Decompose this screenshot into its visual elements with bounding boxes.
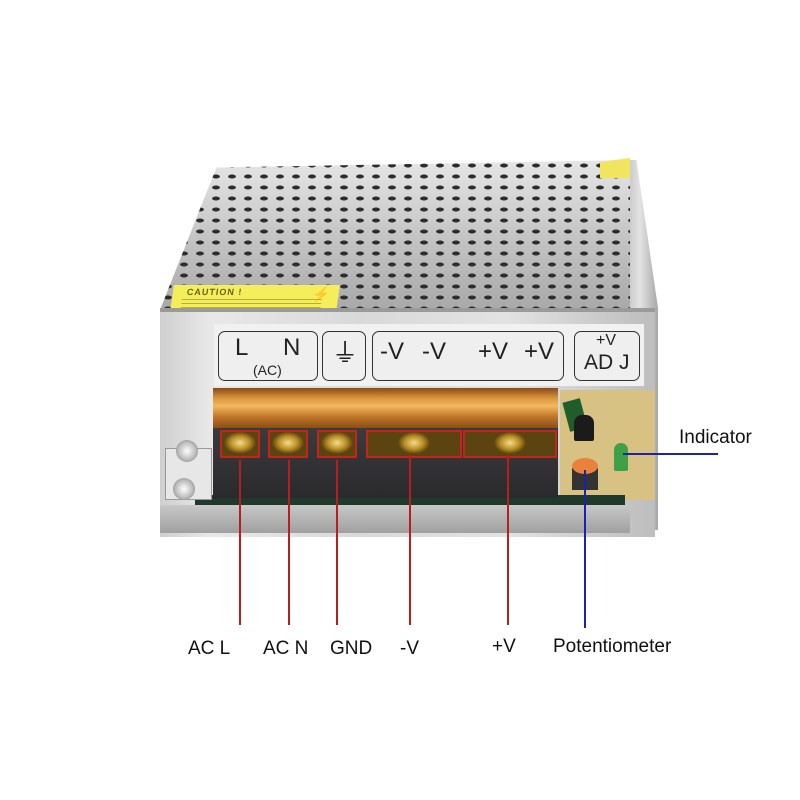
case-base <box>160 505 630 533</box>
callout-ac-l: AC L <box>188 638 231 659</box>
callout-gnd: GND <box>330 638 373 659</box>
label-neg-v-2: -V <box>422 338 446 365</box>
label-neg-v-1: -V <box>380 338 404 365</box>
label-pos-v-2: +V <box>524 338 555 365</box>
terminal-cover <box>213 388 558 428</box>
label-l: L <box>235 334 249 361</box>
callout-potentiometer: Potentiometer <box>553 636 672 657</box>
callout-pos-v: +V <box>492 636 516 657</box>
indicator-led <box>614 443 628 471</box>
ground-icon: ⏚ <box>332 338 359 368</box>
leader-neg-v <box>409 455 411 625</box>
callout-neg-v: -V <box>400 638 419 659</box>
terminal-screw-l <box>220 430 260 458</box>
top-label-sticker <box>600 158 630 178</box>
label-ac: (AC) <box>253 362 282 378</box>
caution-title: CAUTION ! <box>186 287 244 297</box>
leader-pos-v <box>507 455 509 625</box>
label-n: N <box>283 334 301 361</box>
callout-indicator: Indicator <box>679 427 752 448</box>
potentiometer-knob <box>572 458 598 474</box>
label-group-output <box>372 331 564 381</box>
label-adj-v: +V <box>596 332 617 349</box>
callout-ac-n: AC N <box>263 638 309 659</box>
leader-indicator <box>623 453 718 455</box>
leader-ac-n <box>288 460 290 625</box>
leader-gnd <box>336 460 338 625</box>
terminal-screw-gnd <box>317 430 357 458</box>
label-pos-v-1: +V <box>478 338 509 365</box>
terminal-screw-neg-v <box>366 430 462 458</box>
terminal-screw-n <box>268 430 308 458</box>
label-group-adjust <box>574 331 640 381</box>
bolt-icon <box>176 440 198 462</box>
label-group-ground <box>322 331 366 381</box>
label-group-ac <box>218 331 318 381</box>
terminal-screw-pos-v <box>463 430 557 458</box>
leader-ac-l <box>239 460 241 625</box>
leader-potentiometer <box>584 470 586 628</box>
bolt-icon <box>173 478 195 500</box>
label-adj: AD J <box>584 351 630 374</box>
transistor <box>574 415 594 441</box>
